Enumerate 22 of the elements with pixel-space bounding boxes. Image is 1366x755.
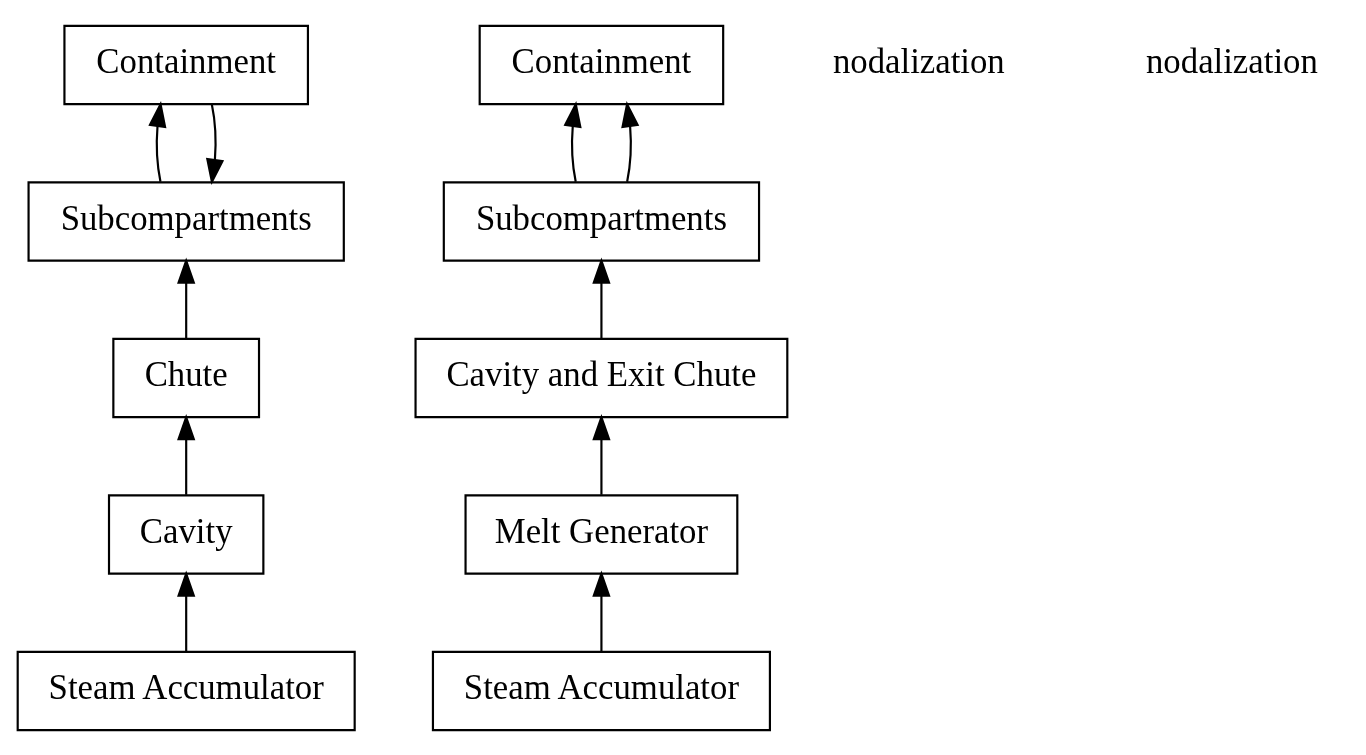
arrow: [591, 570, 611, 651]
node-box: Steam Accumulator: [16, 650, 356, 731]
node-box: Containment: [478, 24, 724, 105]
node-box: Chute: [111, 337, 260, 418]
node-box: Melt Generator: [463, 493, 738, 575]
arrow: [176, 570, 195, 651]
arrow: [176, 257, 195, 338]
node-box: Containment: [62, 24, 309, 105]
node-box: Subcompartments: [442, 180, 760, 262]
arrow: [591, 413, 611, 495]
arrow: [563, 100, 582, 182]
arrow: [205, 103, 224, 185]
label: nodalization: [832, 41, 1005, 81]
arrow: [147, 100, 166, 182]
arrow: [591, 257, 611, 338]
label: nodalization: [1145, 41, 1318, 81]
node-box: Steam Accumulator: [431, 650, 771, 731]
arrow: [620, 100, 639, 182]
arrow: [176, 413, 195, 495]
node-box: Cavity: [107, 493, 264, 575]
node-box: Subcompartments: [27, 180, 345, 262]
node-box: Cavity and Exit Chute: [413, 337, 788, 418]
